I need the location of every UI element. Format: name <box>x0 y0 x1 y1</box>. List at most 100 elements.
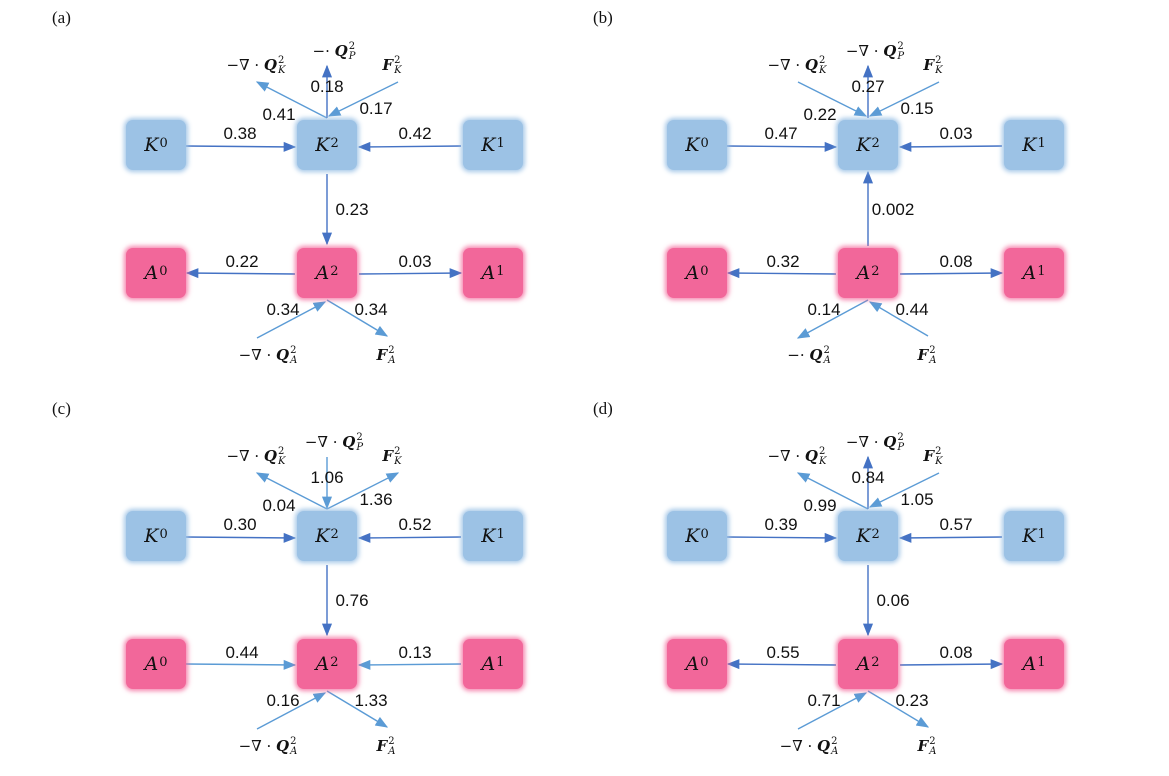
label-k2-qp: 0.84 <box>851 468 885 487</box>
label-k2-qp: 1.06 <box>310 468 344 487</box>
term-symbol: Q <box>276 737 290 755</box>
term-sup: 2 <box>348 41 356 52</box>
label-a2-a0: 0.44 <box>225 643 259 662</box>
box-superscript: 0 <box>159 654 168 670</box>
term-symbol: Q <box>263 447 277 465</box>
panel-label-1: (b) <box>593 8 613 27</box>
term-sub: K <box>818 456 827 467</box>
term-sub: K <box>935 456 943 467</box>
label-k0-k2: 0.30 <box>223 515 257 534</box>
term-sub: A <box>290 746 298 757</box>
term-sub: K <box>394 456 402 467</box>
arrow-k2-divqk-p2 <box>255 472 328 510</box>
label-a2-fa: 0.44 <box>895 300 929 319</box>
box-letter: K <box>856 134 871 156</box>
term-sub: A <box>929 355 937 366</box>
box-superscript: 1 <box>496 654 505 670</box>
term-sup: 2 <box>388 736 395 747</box>
label-a2-a1: 0.08 <box>939 252 973 271</box>
term-sub: A <box>388 355 396 366</box>
arrow-divqk-k2-p1 <box>797 81 868 117</box>
box-letter: A <box>144 262 159 284</box>
box-letter: K <box>685 134 700 156</box>
term-sup: 2 <box>818 55 826 66</box>
label-a2-a1: 0.03 <box>398 252 432 271</box>
label-k2-a2: 0.002 <box>871 200 915 219</box>
term-sub: A <box>831 746 839 757</box>
arrow-divqa-a2-p0 <box>256 301 327 339</box>
box-letter: A <box>315 653 330 675</box>
label-fk-k2: 1.05 <box>900 490 934 509</box>
label-a2-a0: 0.32 <box>766 252 800 271</box>
arrow-a2-a0-p1 <box>726 268 837 279</box>
term-sup: 2 <box>929 345 936 356</box>
arrow-fk-k2-p3 <box>868 472 940 508</box>
term-operator: −· <box>787 346 810 364</box>
arrow-k0-k2-p0 <box>185 141 297 152</box>
term-symbol: Q <box>804 447 818 465</box>
arrow-k1-k2-p1 <box>898 141 1003 152</box>
box-superscript: 1 <box>1037 654 1046 670</box>
label-a2-fa: 0.34 <box>354 300 388 319</box>
term-sup: 2 <box>929 736 936 747</box>
label-fk-k2: 0.17 <box>359 99 393 118</box>
term-sup: 2 <box>277 446 285 457</box>
label-divqa-a2: 0.71 <box>807 691 841 710</box>
term-symbol: Q <box>883 42 897 60</box>
label-k1-k2: 0.03 <box>939 124 973 143</box>
box-superscript: 2 <box>330 135 339 151</box>
term-sub: K <box>394 65 402 76</box>
term-sup: 2 <box>388 345 395 356</box>
box-letter: A <box>856 262 871 284</box>
arrow-fa-a2-p1 <box>868 301 929 337</box>
box-superscript: 2 <box>871 654 880 670</box>
label-a2-fa: 0.23 <box>895 691 929 710</box>
box-letter: A <box>685 653 700 675</box>
box-superscript: 2 <box>871 526 880 542</box>
arrow-a2-a0-p3 <box>726 659 837 670</box>
label-k2-divqk: 0.22 <box>803 105 837 124</box>
term-sup: 2 <box>290 345 297 356</box>
box-superscript: 2 <box>330 263 339 279</box>
term-sub: K <box>277 456 286 467</box>
